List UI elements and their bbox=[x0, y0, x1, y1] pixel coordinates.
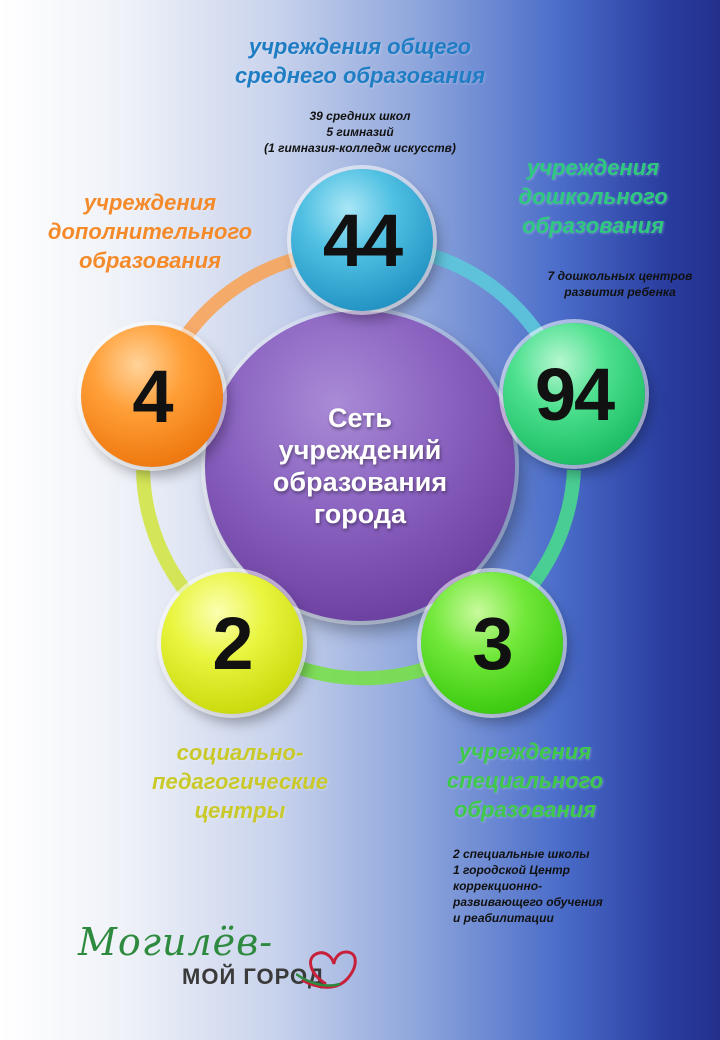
node-additional-value: 4 bbox=[132, 354, 173, 438]
ring-segment-left-top bbox=[180, 251, 302, 341]
node-social-value: 2 bbox=[212, 601, 253, 685]
node-preschool-value: 94 bbox=[534, 352, 615, 436]
label-preschool-education: учреждения дошкольного образования bbox=[518, 155, 668, 238]
node-special-education: 3 bbox=[421, 572, 563, 714]
node-general-value: 44 bbox=[322, 198, 403, 282]
node-general-education: 44 bbox=[291, 169, 433, 311]
ring-segment-bleft-left bbox=[136, 469, 194, 599]
label-general-education: учреждения общего среднего образования bbox=[234, 34, 486, 88]
node-preschool-education: 94 bbox=[503, 323, 645, 465]
label-additional-education: учреждения дополнительного образования bbox=[47, 190, 253, 273]
center-circle: Сеть учреждений образования города bbox=[205, 311, 515, 621]
node-special-value: 3 bbox=[472, 601, 513, 685]
ring-segment-bottom bbox=[297, 661, 431, 686]
ring-segment-right-bright bbox=[522, 469, 581, 595]
node-social-pedagogical: 2 bbox=[161, 572, 303, 714]
note-special-education: 2 специальные школы 1 городской Центр ко… bbox=[453, 847, 603, 925]
label-social-pedagogical: социально- педагогические центры bbox=[152, 740, 328, 823]
center-label: Сеть учреждений образования города bbox=[272, 403, 448, 529]
note-general-education: 39 средних школ 5 гимназий (1 гимназия-к… bbox=[264, 109, 456, 155]
heart-icon bbox=[296, 950, 357, 989]
note-preschool-education: 7 дошкольных центров развития ребенка bbox=[547, 269, 693, 299]
city-logo: Могилёв- МОЙ ГОРОД bbox=[78, 920, 358, 1000]
label-special-education: учреждения специального образования bbox=[446, 739, 604, 822]
logo-script: Могилёв- bbox=[78, 920, 274, 964]
node-additional-education: 4 bbox=[81, 325, 223, 467]
